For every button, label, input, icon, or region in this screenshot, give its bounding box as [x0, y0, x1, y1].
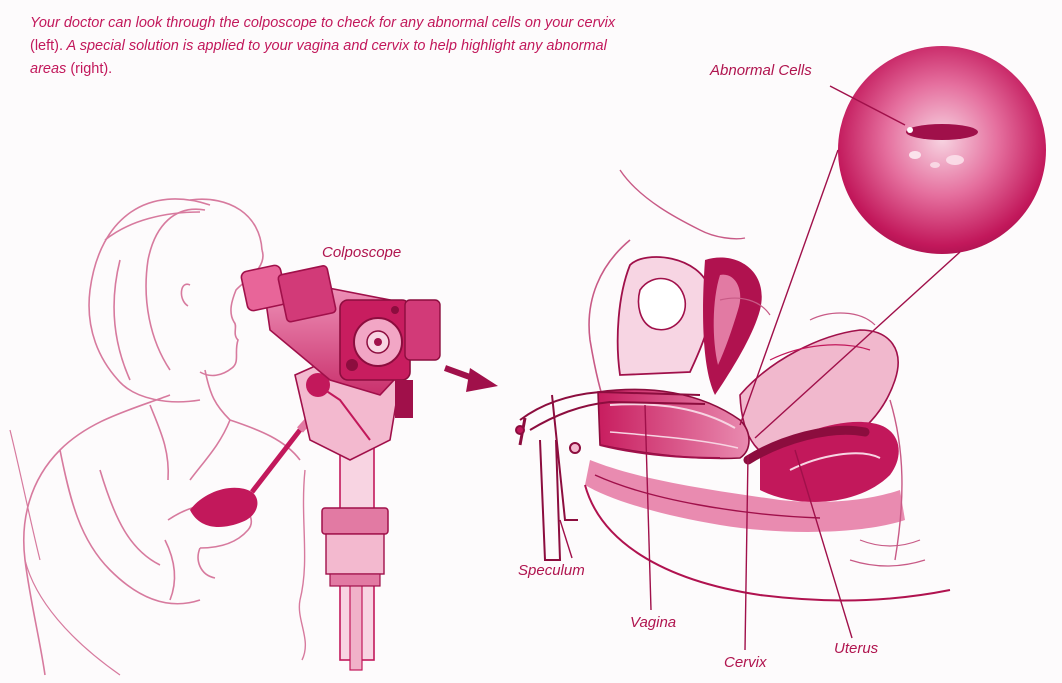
- label-abnormal-cells: Abnormal Cells: [710, 62, 812, 79]
- label-speculum: Speculum: [518, 562, 585, 579]
- label-cervix: Cervix: [724, 654, 767, 671]
- caption-part-4: (right).: [70, 61, 112, 77]
- squeeze-bulb: [190, 410, 318, 527]
- caption-part-3: A special solution is applied to your va…: [30, 38, 607, 77]
- illustration-caption: Your doctor can look through the colposc…: [30, 12, 620, 81]
- caption-part-2: (left).: [30, 38, 63, 54]
- label-colposcope: Colposcope: [322, 244, 401, 261]
- direction-arrow: [445, 368, 498, 392]
- label-vagina: Vagina: [630, 614, 676, 631]
- caption-part-1: Your doctor can look through the colposc…: [30, 15, 615, 31]
- label-uterus: Uterus: [834, 640, 878, 657]
- magnified-cervix-view: [838, 46, 1046, 254]
